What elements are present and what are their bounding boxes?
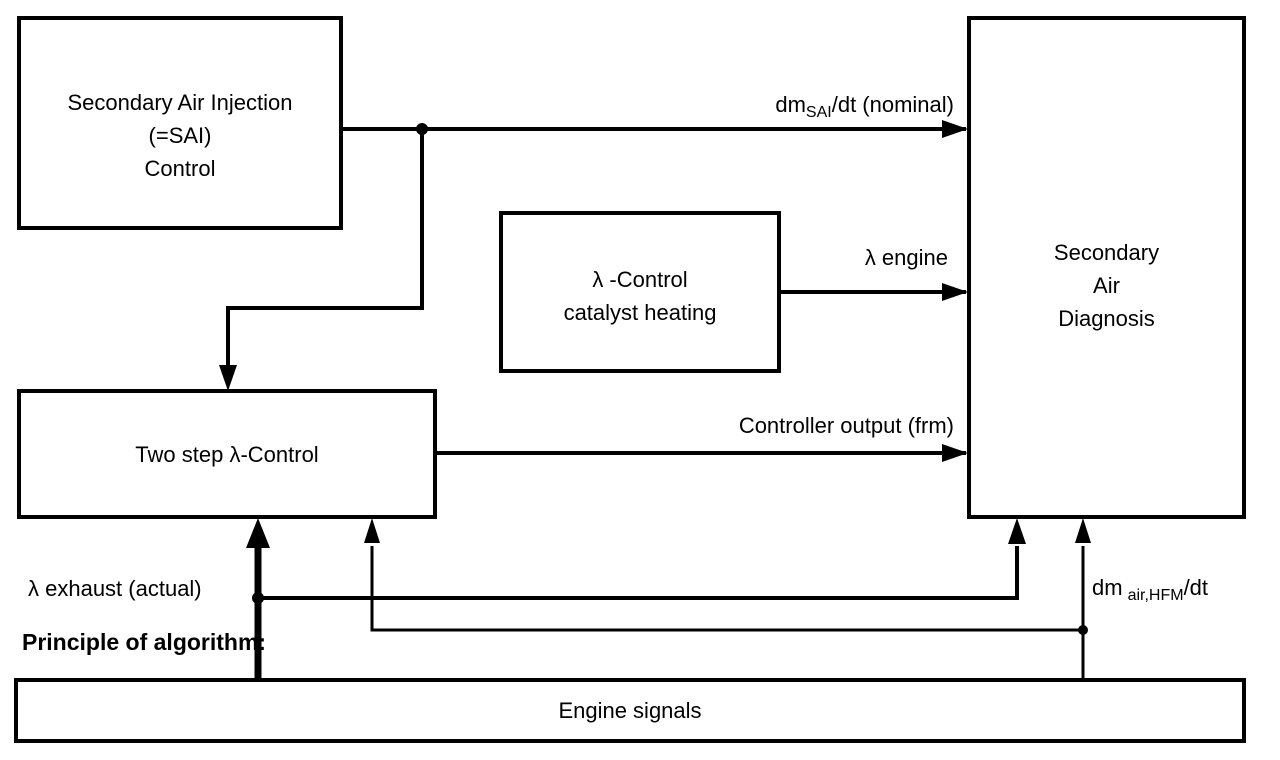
junction-dot-exhaust (252, 592, 264, 604)
arrowhead-exhaust-to-diagnosis (1008, 518, 1026, 544)
label-lambda-engine: λ engine (864, 245, 948, 270)
box-engine-label: Engine signals (558, 698, 702, 723)
label-sai-mass-flow-sub: SAI (805, 104, 832, 121)
arrowhead-branch-to-twostep (219, 365, 237, 391)
box-sai-line2: (=SAI) (148, 122, 212, 148)
box-diagnosis-line2: Air (1093, 273, 1120, 298)
caption-principle-of-algorithm: Principle of algorithm: (22, 629, 267, 655)
box-sai-control: Secondary Air Injection (=SAI) Control (17, 16, 343, 230)
box-twostep-label: Two step λ-Control (135, 441, 319, 467)
box-sai-line1: Secondary Air Injection (67, 89, 293, 115)
box-sai-line3: Control (144, 155, 216, 181)
line-lambda-exhaust-to-diagnosis (258, 546, 1019, 600)
box-diagnosis-line3: Diagnosis (1058, 306, 1155, 331)
box-catalyst-line2: catalyst heating (563, 300, 717, 325)
line-airflow-branch-to-twostep (370, 546, 1083, 632)
label-air-mass-flow-pre: dm (1092, 575, 1123, 600)
arrowhead-twostep-to-diagnosis (942, 444, 968, 462)
junction-dot-sai-branch (416, 123, 428, 135)
box-two-step-lambda-control: Two step λ-Control (17, 389, 437, 519)
junction-dot-airflow (1078, 625, 1088, 635)
box-engine-signals: Engine signals (14, 678, 1246, 743)
arrowhead-catalyst-to-diagnosis (942, 283, 968, 301)
arrowhead-sai-to-diagnosis (942, 120, 968, 138)
label-sai-mass-flow: dmSAI/dt (nominal) (688, 92, 954, 121)
box-diagnosis-line1: Secondary (1053, 240, 1160, 265)
arrowhead-engine-to-twostep (246, 518, 270, 548)
label-air-mass-flow-sub: air,HFM (1127, 587, 1184, 604)
label-controller-output: Controller output (frm) (738, 413, 954, 438)
label-sai-mass-flow-post: /dt (nominal) (831, 92, 954, 117)
arrowhead-airflow-to-twostep (364, 518, 380, 543)
arrowhead-airflow-to-diagnosis (1075, 518, 1091, 543)
line-sai-branch-to-twostep (226, 129, 424, 368)
box-catalyst-line1: λ -Control (592, 267, 688, 292)
label-lambda-exhaust: λ exhaust (actual) (28, 576, 202, 601)
box-lambda-control-catalyst-heating: λ -Control catalyst heating (499, 211, 781, 373)
box-secondary-air-diagnosis: Secondary Air Diagnosis (967, 16, 1246, 519)
label-sai-mass-flow-pre: dm (775, 92, 806, 117)
label-air-mass-flow-post: /dt (1183, 575, 1209, 600)
